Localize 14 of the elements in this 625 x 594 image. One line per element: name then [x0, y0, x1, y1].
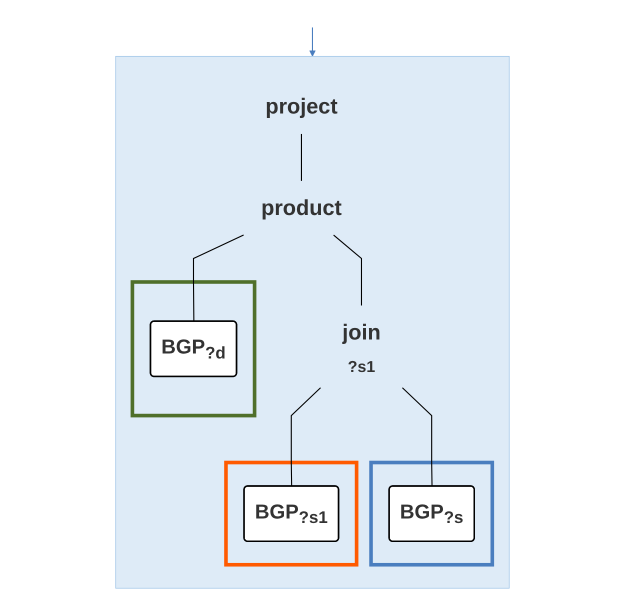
node-text: project: [265, 94, 338, 119]
cluster: [115, 56, 510, 589]
cluster: [369, 460, 494, 567]
cluster: [130, 280, 256, 418]
cluster: [224, 460, 358, 567]
connector: [402, 387, 433, 486]
node-label: ?s1: [348, 357, 376, 376]
node-text: join: [342, 320, 381, 344]
connector: [300, 134, 302, 181]
node-text: product: [261, 196, 342, 220]
connector: [192, 234, 244, 322]
connector: [333, 234, 362, 306]
arrow: [309, 27, 316, 57]
connector: [290, 387, 321, 486]
